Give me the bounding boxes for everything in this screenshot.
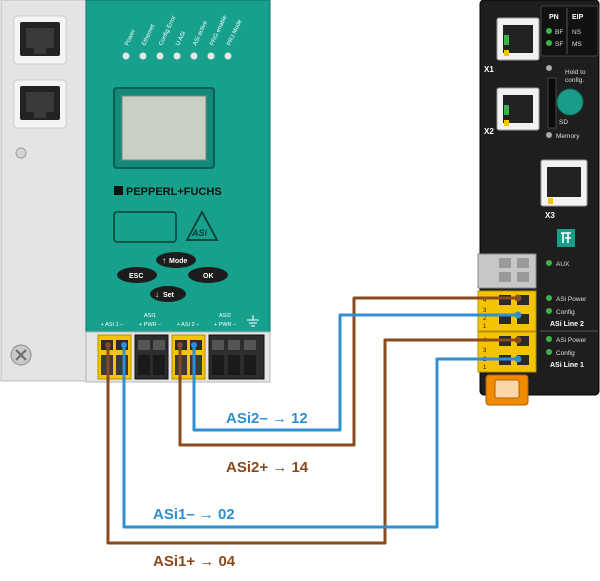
status-led [122, 52, 130, 60]
svg-text:AUX: AUX [556, 261, 570, 268]
svg-text:+ PWR –: + PWR – [214, 322, 237, 328]
ethernet-port-icon [20, 86, 60, 120]
lcd-display [113, 87, 215, 169]
svg-text:1: 1 [483, 365, 487, 371]
wire-asi2-plus [178, 296, 518, 447]
interface-module: PN EIP BF SF NS MS X1 X2 Hold to config.… [477, 0, 600, 406]
svg-text:PN: PN [549, 14, 559, 21]
brand-logo-icon [557, 229, 575, 247]
terminal-dot [514, 294, 522, 302]
svg-text:3: 3 [483, 348, 487, 354]
svg-text:X1: X1 [484, 65, 494, 74]
terminal-dot [514, 311, 522, 319]
svg-text:ASI2: ASI2 [219, 313, 231, 319]
svg-text:ASi: ASi [191, 228, 208, 238]
svg-text:ESC: ESC [129, 273, 143, 280]
svg-text:4: 4 [483, 298, 487, 304]
bf-led [546, 28, 552, 34]
terminal-dot [177, 342, 183, 348]
svg-text:+ PWR –: + PWR – [139, 322, 162, 328]
line2-config-led [546, 308, 552, 314]
wires [105, 294, 522, 545]
ok-button[interactable]: OK [188, 267, 228, 283]
svg-text:2: 2 [483, 316, 487, 322]
x3-port [540, 159, 588, 207]
svg-text:+ ASI 1 –: + ASI 1 – [101, 322, 124, 328]
label-slot [113, 211, 177, 243]
brand-logo: PEPPERL+FUCHS [114, 186, 222, 198]
svg-text:NS: NS [572, 29, 582, 36]
led-label: U ASi [175, 31, 187, 47]
ethernet-port-icon [20, 22, 60, 56]
aux-led [546, 260, 552, 266]
svg-text:Set: Set [163, 292, 175, 299]
wire-label-asi2-plus: ASi2+ → 14 [226, 459, 309, 476]
screw-icon [15, 147, 27, 159]
svg-text:ASi Line 2: ASi Line 2 [550, 321, 584, 328]
brand-text: PEPPERL+FUCHS [126, 186, 222, 198]
svg-text:BF: BF [555, 29, 563, 36]
din-rail-clip [485, 374, 529, 406]
svg-text:ASI1: ASI1 [144, 313, 156, 319]
config-button[interactable] [556, 88, 584, 116]
memory-led [546, 132, 552, 138]
svg-text:X3: X3 [545, 211, 555, 220]
wire-asi1-plus [106, 338, 518, 545]
wire-label-asi1-minus: ASi1– → 02 [153, 506, 235, 523]
mode-arrow-icon: ↑ [162, 256, 166, 265]
svg-text:Hold to: Hold to [565, 69, 586, 76]
switch-panel [0, 0, 88, 382]
ground-icon [247, 315, 259, 327]
wire-asi2-minus [192, 313, 518, 432]
svg-text:X2: X2 [484, 127, 494, 136]
line1-config-led [546, 349, 552, 355]
svg-text:1: 1 [483, 324, 487, 330]
wire-asi1-minus [122, 345, 518, 529]
set-button[interactable]: ↓ Set [150, 286, 186, 302]
svg-text:OK: OK [203, 273, 214, 280]
svg-text:ASi Power: ASi Power [556, 296, 587, 303]
wire-label-asi2-minus: ASi2– → 12 [226, 410, 308, 427]
svg-text:ASi Power: ASi Power [556, 337, 587, 344]
set-arrow-icon: ↓ [155, 290, 159, 299]
terminal-dot [514, 336, 522, 344]
sf-led [546, 40, 552, 46]
svg-text:Mode: Mode [169, 258, 187, 265]
svg-text:Memory: Memory [556, 133, 580, 140]
wire-label-asi1-plus: ASi1+ → 04 [153, 553, 236, 570]
status-led [156, 52, 164, 60]
svg-text:3: 3 [483, 308, 487, 314]
x2-port [496, 87, 540, 131]
terminal-dot [105, 342, 111, 348]
status-led [207, 52, 215, 60]
status-led [139, 52, 147, 60]
svg-text:+ ASI 2 –: + ASI 2 – [177, 322, 200, 328]
sd-card-slot [547, 77, 557, 129]
asi-logo: ASi [185, 210, 219, 241]
x1-port [496, 17, 540, 61]
svg-text:ASi Line 1: ASi Line 1 [550, 362, 584, 369]
mode-button[interactable]: ↑ Mode [156, 252, 196, 268]
terminal-dot [191, 342, 197, 348]
status-led [190, 52, 198, 60]
status-led [224, 52, 232, 60]
terminal-dot [514, 355, 522, 363]
terminal-labels: ASI1 + ASI 1 – + PWR – + ASI 2 – ASI2 + … [101, 313, 259, 328]
svg-text:SF: SF [555, 41, 563, 48]
config-led [546, 65, 552, 71]
line1-asi-power-led [546, 336, 552, 342]
svg-text:Config: Config [556, 309, 575, 316]
esc-button[interactable]: ESC [117, 267, 157, 283]
asi-gateway: Power Ethernet Config Error U ASi ASi ac… [85, 0, 271, 383]
svg-text:MS: MS [572, 41, 582, 48]
status-led [173, 52, 181, 60]
line2-asi-power-led [546, 295, 552, 301]
terminal-dot [121, 342, 127, 348]
svg-text:Config: Config [556, 350, 575, 357]
svg-text:EIP: EIP [572, 14, 584, 21]
svg-text:SD: SD [559, 119, 568, 126]
svg-text:config.: config. [565, 77, 584, 84]
